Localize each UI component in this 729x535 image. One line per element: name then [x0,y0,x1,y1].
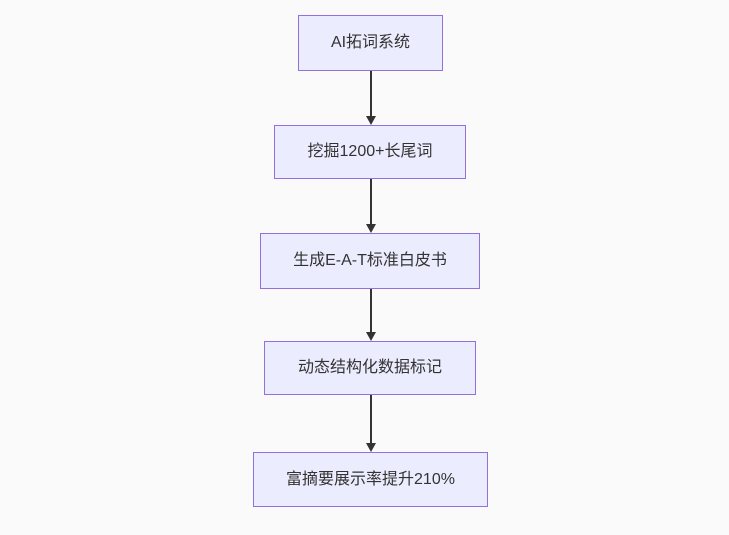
flowchart-edge-2 [364,179,377,233]
flowchart-node-dynamic-structured-data-markup: 动态结构化数据标记 [264,341,476,395]
flowchart-node-mine-longtail-keywords: 挖掘1200+长尾词 [274,125,466,179]
node-label: 富摘要展示率提升210% [286,470,455,488]
edge-line [369,395,372,443]
edge-line [369,71,372,116]
node-label: AI拓词系统 [330,34,411,52]
edge-line [369,179,372,224]
flowchart-node-rich-snippet-rate-increase: 富摘要展示率提升210% [253,452,488,507]
arrow-down-icon [365,224,376,233]
flowchart-edge-4 [364,395,377,452]
node-label: 生成E-A-T标准白皮书 [293,252,447,270]
flowchart-node-generate-eat-whitepaper: 生成E-A-T标准白皮书 [260,233,480,289]
flowchart-edge-1 [364,71,377,125]
arrow-down-icon [365,332,376,341]
flowchart-node-ai-word-expansion-system: AI拓词系统 [298,15,443,71]
node-label: 挖掘1200+长尾词 [307,143,433,161]
flowchart-edge-3 [364,289,377,341]
node-label: 动态结构化数据标记 [297,359,442,377]
arrow-down-icon [365,443,376,452]
arrow-down-icon [365,116,376,125]
edge-line [369,289,372,332]
